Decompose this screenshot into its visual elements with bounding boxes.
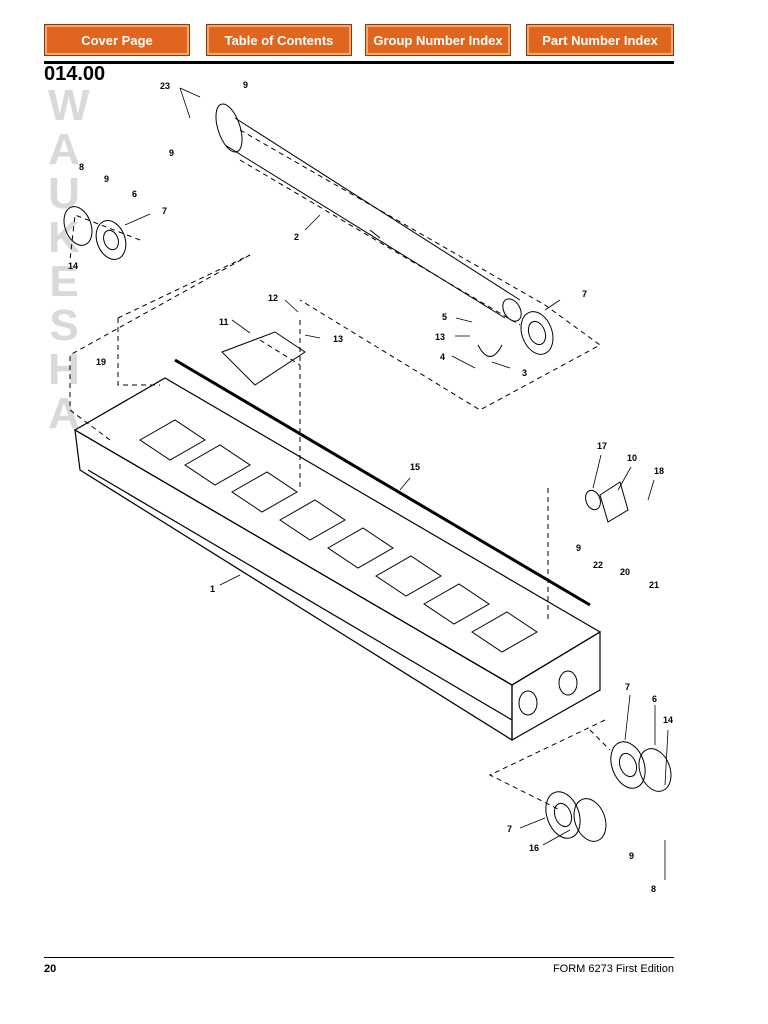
- svg-text:3: 3: [522, 368, 527, 378]
- clamp-outline: [477, 344, 503, 357]
- svg-text:8: 8: [651, 884, 656, 894]
- svg-text:20: 20: [620, 567, 630, 577]
- form-edition-text: FORM 6273 First Edition: [552, 963, 674, 975]
- svg-text:23: 23: [160, 81, 170, 91]
- svg-text:18: 18: [654, 466, 664, 476]
- cover-plate-outline: [599, 481, 629, 523]
- svg-text:4: 4: [440, 352, 445, 362]
- svg-text:6: 6: [132, 189, 137, 199]
- svg-text:13: 13: [333, 334, 343, 344]
- svg-text:5: 5: [442, 312, 447, 322]
- svg-text:7: 7: [507, 824, 512, 834]
- svg-text:11: 11: [219, 317, 229, 327]
- svg-text:19: 19: [96, 357, 106, 367]
- exhaust-pipe-outline: [215, 103, 522, 322]
- page-number: 20: [44, 963, 57, 975]
- heat-shield-outline: [221, 331, 306, 386]
- svg-text:8: 8: [79, 162, 84, 172]
- svg-text:2: 2: [294, 232, 299, 242]
- header-rule: [44, 61, 674, 64]
- svg-text:12: 12: [268, 293, 278, 303]
- svg-text:22: 22: [593, 560, 603, 570]
- rod-part-15: [174, 358, 591, 607]
- left-flanges: [63, 206, 554, 355]
- table-of-contents-button[interactable]: Table of Contents: [206, 24, 352, 56]
- svg-text:9: 9: [243, 80, 248, 90]
- group-number-index-button[interactable]: Group Number Index: [365, 24, 511, 56]
- leader-lines: [124, 87, 669, 880]
- footer-rule: [44, 957, 674, 958]
- svg-text:7: 7: [582, 289, 587, 299]
- svg-text:21: 21: [649, 580, 659, 590]
- assembly-dashed-lines: [69, 129, 611, 811]
- part-number-index-button[interactable]: Part Number Index: [526, 24, 674, 56]
- manifold-ports: [139, 419, 538, 653]
- right-lower-flanges: [545, 741, 672, 842]
- svg-text:17: 17: [597, 441, 607, 451]
- svg-text:7: 7: [625, 682, 630, 692]
- svg-text:10: 10: [627, 453, 637, 463]
- svg-text:1: 1: [210, 584, 215, 594]
- svg-text:14: 14: [663, 715, 673, 725]
- svg-text:9: 9: [169, 148, 174, 158]
- svg-text:7: 7: [162, 206, 167, 216]
- cover-page-button[interactable]: Cover Page: [44, 24, 190, 56]
- svg-text:16: 16: [529, 843, 539, 853]
- manifold-body-outline: [73, 377, 602, 742]
- callout-labels: 1 2 3 4 5 6 6 7 7 7 7 8 8 9 9 9 9 9 10 1…: [68, 80, 673, 894]
- svg-text:9: 9: [104, 174, 109, 184]
- svg-text:13: 13: [435, 332, 445, 342]
- svg-text:15: 15: [410, 462, 420, 472]
- nav-bar: Cover Page Table of Contents Group Numbe…: [44, 24, 674, 56]
- section-number: 014.00: [44, 63, 106, 85]
- svg-text:6: 6: [652, 694, 657, 704]
- svg-text:9: 9: [629, 851, 634, 861]
- svg-text:14: 14: [68, 261, 78, 271]
- svg-text:9: 9: [576, 543, 581, 553]
